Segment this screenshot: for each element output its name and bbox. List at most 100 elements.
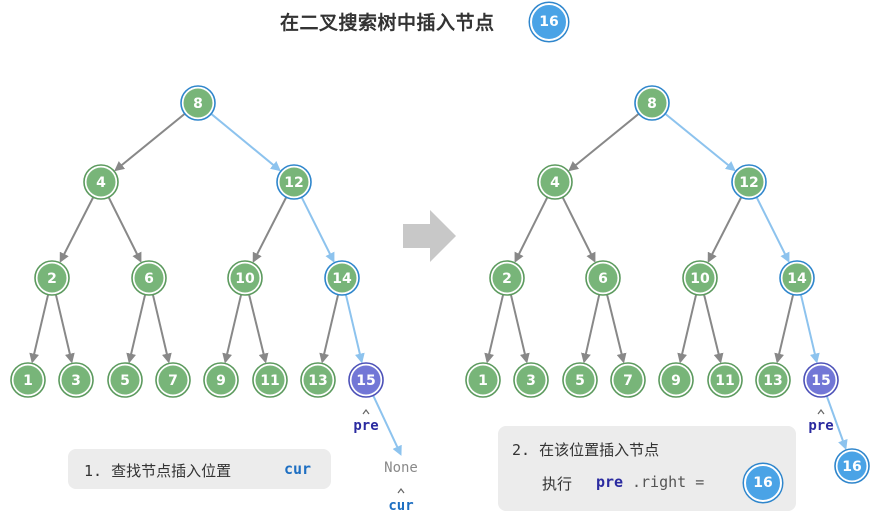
svg-text:4: 4 [550,175,560,191]
svg-text:6: 6 [598,271,608,287]
tree1-pointer-pre: pre [353,418,378,434]
tree2-node-10: 10 [682,260,718,296]
tree2-edge-10-9 [677,294,698,364]
tree1-edge-8-4 [114,112,186,172]
page-title: 在二叉搜索树中插入节点 [280,12,495,34]
tree2-edge-15-16 [825,395,848,451]
tree1-node-3: 3 [58,362,94,398]
tree1-pointer-cur: cur [388,498,413,514]
tree1-node-10: 10 [227,260,263,296]
tree2-pre-caret-icon [817,409,825,415]
tree2-node-11: 11 [707,362,743,398]
pointer-layer: None pre cur pre [353,409,834,514]
tree1-node-7: 7 [155,362,191,398]
tree2-node-16: 16 [834,448,870,484]
tree2-node-1: 1 [465,362,501,398]
tree1-pre-caret-icon [362,409,370,415]
step2-text: 2. 在该位置插入节点 [512,441,660,459]
svg-text:16: 16 [842,459,861,475]
tree1-node-12: 12 [276,164,312,200]
svg-text:3: 3 [71,373,81,389]
svg-text:11: 11 [260,373,279,389]
svg-text:9: 9 [671,373,681,389]
tree1-node-4: 4 [83,164,119,200]
svg-text:11: 11 [715,373,734,389]
tree2-edge-8-12 [664,112,736,172]
svg-text:13: 13 [763,373,782,389]
title-value-badge: 16 [530,3,568,41]
tree1-node-15: 15 [348,362,384,398]
tree1-node-6: 6 [131,260,167,296]
svg-text:7: 7 [623,373,633,389]
tree2-node-12: 12 [731,164,767,200]
tree2-pointer-pre: pre [808,418,833,434]
svg-text:15: 15 [356,373,375,389]
tree2-node-5: 5 [562,362,598,398]
tree2-edge-6-5 [581,294,601,364]
tree1-cur-caret-icon [397,488,405,494]
tree1-edge-14-15 [344,294,365,364]
tree1-node-13: 13 [300,362,336,398]
tree2-edge-14-15 [799,294,820,364]
svg-text:5: 5 [575,373,585,389]
tree1-edge-2-1 [29,294,50,364]
svg-text:5: 5 [120,373,130,389]
svg-text:6: 6 [144,271,154,287]
step1-code-cur: cur [284,460,312,478]
svg-text:8: 8 [647,96,657,112]
tree1-node-14: 14 [324,260,360,296]
svg-text:2: 2 [47,271,57,287]
tree1-edge-15-none [372,394,402,456]
tree2-edge-14-13 [774,294,795,364]
tree1-edge-10-11 [248,294,269,364]
tree1-node-11: 11 [252,362,288,398]
tree1-node-5: 5 [107,362,143,398]
tree2-node-3: 3 [513,362,549,398]
step2-caption: 2. 在该位置插入节点 执行 pre .right = 16 [498,426,796,511]
tree2-node-7: 7 [610,362,646,398]
tree2-node-2: 2 [489,260,525,296]
svg-text:12: 12 [284,175,303,191]
svg-text:1: 1 [478,373,488,389]
none-label: None [384,460,418,476]
tree1-edge-12-14 [300,196,335,263]
svg-text:1: 1 [23,373,33,389]
svg-text:10: 10 [690,271,710,287]
tree2-edge-6-7 [606,294,627,364]
tree2-edge-12-14 [755,196,790,263]
tree2-node-14: 14 [779,260,815,296]
tree2-node-13: 13 [755,362,791,398]
tree2-edge-2-3 [509,294,530,364]
svg-text:15: 15 [811,373,830,389]
tree2-edge-12-10 [707,196,743,263]
tree2-node-6: 6 [585,260,621,296]
title-bar: 在二叉搜索树中插入节点 16 [0,0,881,41]
svg-text:8: 8 [193,96,203,112]
transition-arrow-icon [403,210,456,262]
step2-code-pre: pre [596,473,624,491]
tree1-edge-12-10 [252,196,288,263]
svg-text:13: 13 [308,373,327,389]
svg-text:4: 4 [96,175,106,191]
svg-text:12: 12 [739,175,758,191]
svg-text:7: 7 [168,373,178,389]
tree2-edge-8-4 [568,112,640,172]
tree1-edge-6-5 [126,294,147,364]
tree2-edge-10-11 [703,294,724,364]
tree2-node-15: 15 [803,362,839,398]
tree1-node-2: 2 [34,260,70,296]
tree1-edge-6-7 [151,294,172,364]
step1-text: 1. 查找节点插入位置 [84,462,232,480]
tree1-node-9: 9 [203,362,239,398]
step1-caption: 1. 查找节点插入位置 cur [68,449,331,489]
tree1-edge-14-13 [319,294,340,364]
tree1-edge-4-6 [107,196,142,263]
svg-text:14: 14 [332,271,352,287]
svg-text:10: 10 [235,271,255,287]
tree1-edge-2-3 [54,294,75,364]
step2-code-right: .right = [632,473,705,491]
step2-exec-label: 执行 [542,475,573,493]
tree1-node-1: 1 [10,362,46,398]
svg-text:2: 2 [502,271,512,287]
